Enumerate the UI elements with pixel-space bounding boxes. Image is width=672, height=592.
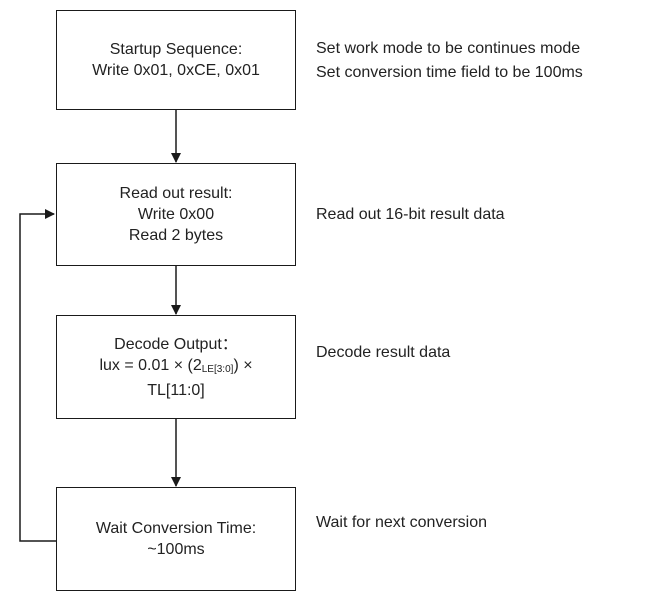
loop-back-arrow <box>19 209 56 542</box>
decode-output-box: Decode Output： lux = 0.01 × (2LE[3:0]) ×… <box>56 315 296 419</box>
formula-suffix: ) × <box>233 356 253 374</box>
wait-note: Wait for next conversion <box>316 514 488 531</box>
wait-conversion-box: Wait Conversion Time: ~100ms <box>56 487 296 591</box>
startup-command: Write 0x01, 0xCE, 0x01 <box>92 62 260 79</box>
decode-note: Decode result data <box>316 344 451 361</box>
read-bytes: Read 2 bytes <box>128 227 224 244</box>
decode-title: Decode Output： <box>114 335 238 353</box>
read-title: Read out result: <box>119 185 233 202</box>
read-out-result-box: Read out result: Write 0x00 Read 2 bytes <box>56 163 296 266</box>
startup-title: Startup Sequence: <box>109 41 243 58</box>
read-note: Read out 16-bit result data <box>316 206 505 223</box>
wait-duration: ~100ms <box>147 541 205 558</box>
wait-title: Wait Conversion Time: <box>95 520 257 537</box>
startup-note-2: Set conversion time field to be 100ms <box>316 64 583 81</box>
lux-formula: lux = 0.01 × (2LE[3:0]) × <box>99 355 252 380</box>
read-command: Write 0x00 <box>137 206 215 223</box>
startup-note-1: Set work mode to be continues mode <box>316 40 581 57</box>
formula-tl: TL[11:0] <box>147 381 205 399</box>
formula-subscript: LE[3:0] <box>201 363 234 375</box>
formula-prefix: lux = 0.01 × (2 <box>99 356 202 374</box>
startup-sequence-box: Startup Sequence: Write 0x01, 0xCE, 0x01 <box>56 10 296 110</box>
